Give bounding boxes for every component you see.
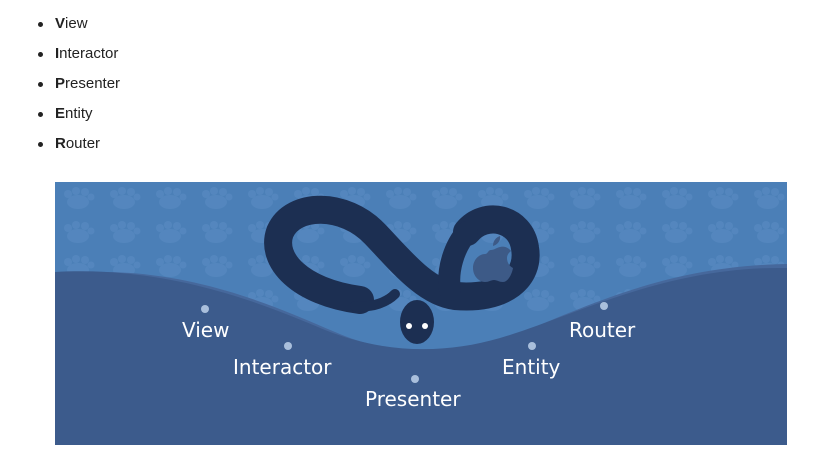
snake-illustration xyxy=(264,195,540,344)
list-item-rest: resenter xyxy=(65,75,121,92)
list-item-rest: ntity xyxy=(65,105,93,122)
list-item-initial: R xyxy=(55,135,66,152)
interactor-label: Interactor xyxy=(233,355,332,379)
bullet-icon xyxy=(38,81,43,87)
viper-banner-svg: View Interactor Presenter Entity Router xyxy=(55,182,787,445)
bullet-icon xyxy=(38,141,43,147)
bullet-icon xyxy=(38,51,43,57)
list-item-initial: I xyxy=(55,45,60,62)
interactor-dot xyxy=(284,342,292,350)
viper-banner-image: View Interactor Presenter Entity Router xyxy=(55,182,787,445)
view-dot xyxy=(201,305,209,313)
bullet-icon xyxy=(38,21,43,27)
bullet-icon xyxy=(38,111,43,117)
list-item-initial: P xyxy=(55,75,66,92)
entity-label: Entity xyxy=(502,355,561,379)
apple-logo-icon xyxy=(473,236,513,282)
list-item-initial: E xyxy=(55,105,66,122)
banner-ground xyxy=(55,267,787,445)
list-item-initial: V xyxy=(55,15,66,32)
router-label: Router xyxy=(569,318,636,342)
presenter-label: Presenter xyxy=(365,387,461,411)
list-item-rest: nteractor xyxy=(59,45,119,62)
router-dot xyxy=(600,302,608,310)
view-label: View xyxy=(182,318,229,342)
presenter-dot xyxy=(411,375,419,383)
list-item-rest: outer xyxy=(65,135,101,152)
entity-dot xyxy=(528,342,536,350)
list-item-rest: iew xyxy=(65,15,88,32)
